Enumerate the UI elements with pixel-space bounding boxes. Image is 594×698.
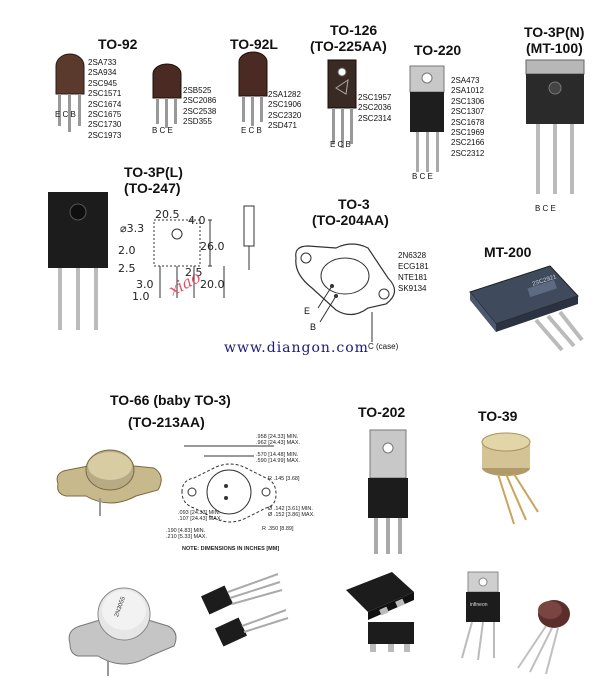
to66-dimension-drawing <box>181 445 277 523</box>
to220-pin-labels: B C E <box>412 172 433 181</box>
dim-height-26-0: 26.0 <box>200 240 225 253</box>
to92-component-image <box>55 53 85 132</box>
to66-dim-top-2: .570 [14.48] MIN. .590 [14.99] MAX. <box>256 452 301 464</box>
to3-pin-e: E <box>304 306 311 316</box>
to66-dim-r145: R .145 [3.68] <box>268 476 300 482</box>
to3pl-title-line1: TO-3P(L) <box>124 164 183 180</box>
to3pl-dimension-drawing <box>153 219 225 298</box>
to3-title-line1: TO-3 <box>338 196 370 212</box>
mt200-title: MT-200 <box>484 244 532 260</box>
to3pl-title-line2: (TO-247) <box>124 180 181 196</box>
dim-2-0: 2.0 <box>118 244 136 257</box>
to3pn-title-line1: TO-3P(N) <box>524 24 585 40</box>
to3-title-line2: (TO-204AA) <box>312 212 389 228</box>
to220-photo <box>461 571 500 661</box>
dim-3-0: 3.0 <box>136 278 154 291</box>
to18-photo <box>517 600 570 675</box>
to66-dim-left: .093 [24.33] MIN. .107 [24.43] MAX. <box>178 510 223 522</box>
to220-component-image <box>409 65 445 172</box>
to126-part-numbers: 2SC1957 2SC2036 2SC2314 <box>358 93 392 123</box>
to66-dim-note: NOTE: DIMENSIONS IN INCHES [MM] <box>182 546 280 552</box>
to3-outline-drawing <box>295 243 396 342</box>
to92l-part-numbers-b: 2SA1282 2SC1906 2SC2320 2SD471 <box>268 90 302 131</box>
dim-4-0: 4.0 <box>188 214 206 227</box>
to92l-part-numbers-a: 2SB525 2SC2086 2SC2538 2SD355 <box>183 86 217 127</box>
to220-photo-marking: infineon <box>470 602 488 608</box>
to126-photo <box>200 573 289 647</box>
to92l-pin-labels-b: E C B <box>241 126 262 135</box>
to92l-title: TO-92L <box>230 36 278 52</box>
to126-component-image <box>327 59 357 148</box>
to3pl-side-view <box>243 205 255 270</box>
dim-2-5-right: 2.5 <box>185 266 203 279</box>
to202-component-image <box>368 429 408 554</box>
to92-pin-labels: E C B <box>55 110 76 119</box>
to3-pin-b: B <box>310 322 317 332</box>
to66-dim-bottom: .190 [4.83] MIN. .210 [5.33] MAX. <box>166 528 207 540</box>
dim-20-0: 20.0 <box>200 278 225 291</box>
dim-width-20-5: 20.5 <box>155 208 180 221</box>
to92-title: TO-92 <box>98 36 138 52</box>
to220-title: TO-220 <box>414 42 462 58</box>
to3pn-title-line2: (MT-100) <box>526 40 583 56</box>
to202-title: TO-202 <box>358 404 406 420</box>
mt200-component-image <box>469 265 584 352</box>
to92l-pin-labels-a: B C E <box>152 126 173 135</box>
to66-dim-hole: Ø .142 [3.61] MIN. Ø .152 [3.86] MAX. <box>268 506 315 518</box>
to66-title-line1: TO-66 (baby TO-3) <box>110 392 231 408</box>
to3-pin-c-case: C (case) <box>368 342 399 351</box>
to92l-component-image-a <box>152 63 182 128</box>
watermark: www.diangon.com <box>224 340 369 356</box>
to126-title-line2: (TO-225AA) <box>310 38 387 54</box>
to92l-component-image-b <box>238 51 268 126</box>
to39-title: TO-39 <box>478 408 518 424</box>
to3pl-component-image <box>48 192 108 330</box>
to3pn-pin-labels: B C E <box>535 204 556 213</box>
to66-dim-top-1: .958 [24.33] MIN. .962 [24.43] MAX. <box>256 434 301 446</box>
to126-pin-labels: E C B <box>330 140 351 149</box>
dim-2-5-left: 2.5 <box>118 262 136 275</box>
to92-part-numbers: 2SA733 2SA934 2SC945 2SC1571 2SC1674 2SC… <box>88 58 122 140</box>
to3-metal-photo <box>68 587 177 676</box>
to39-component-image <box>481 432 539 525</box>
to66-title-line2: (TO-213AA) <box>128 414 205 430</box>
dim-hole-diameter: ⌀3.3 <box>120 222 145 235</box>
dim-1-0: 1.0 <box>132 290 150 303</box>
to66-component-image <box>56 449 162 516</box>
dpak-photo <box>346 572 414 652</box>
to66-dim-r350: R .350 [8.89] <box>262 526 294 532</box>
to220-part-numbers: 2SA473 2SA1012 2SC1306 2SC1307 2SC1678 2… <box>451 76 485 158</box>
to126-title-line1: TO-126 <box>330 22 378 38</box>
to3pn-component-image <box>525 59 585 194</box>
to3-part-numbers: 2N6328 ECG181 NTE181 SK9134 <box>398 251 429 293</box>
